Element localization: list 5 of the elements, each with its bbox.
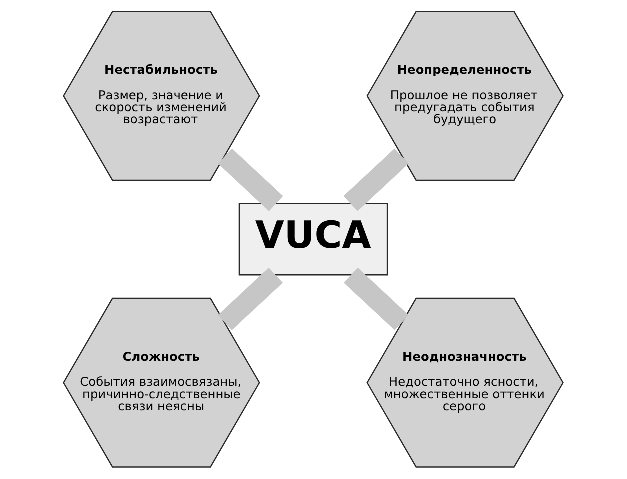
connector [344,268,409,330]
node-box: VUCA [238,203,388,276]
connector [218,268,284,330]
connector [218,148,284,212]
connector [344,148,409,212]
